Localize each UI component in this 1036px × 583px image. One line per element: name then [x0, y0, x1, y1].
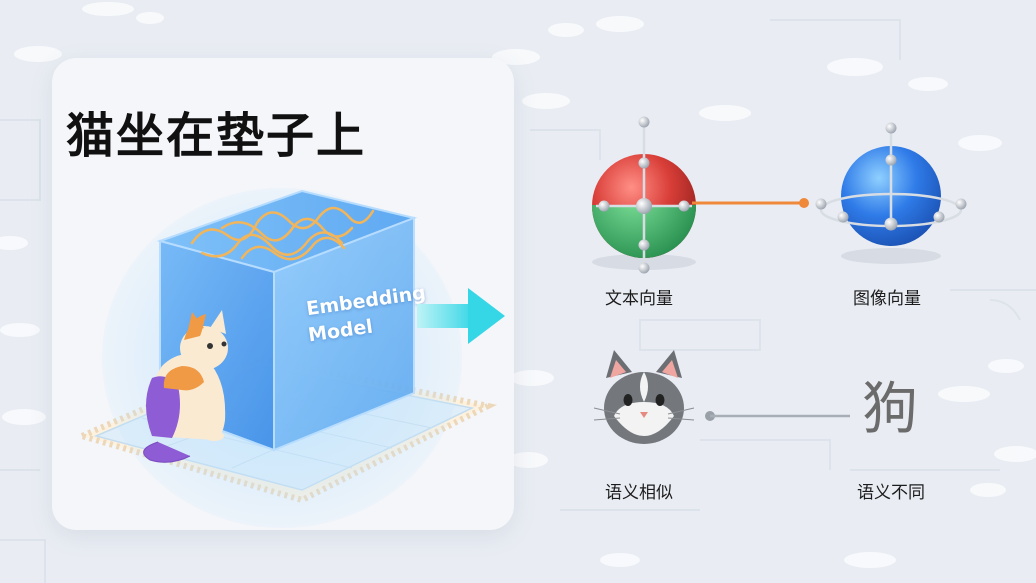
- text-vector-sphere-icon: [592, 116, 696, 274]
- semantic-similar-label: 语义相似: [605, 483, 673, 503]
- semantic-different-label: 语义不同: [857, 483, 925, 503]
- input-card: 猫坐在垫子上: [52, 58, 514, 530]
- image-vector-sphere-icon: [815, 122, 967, 264]
- image-vector-label: 图像向量: [853, 289, 921, 309]
- cat-icon: [143, 310, 228, 463]
- cat-face-icon: [593, 350, 695, 444]
- arrow-icon: [417, 288, 505, 344]
- dog-character: 狗: [862, 377, 918, 442]
- text-vector-label: 文本向量: [605, 289, 673, 309]
- vector-connector: [692, 198, 809, 208]
- card-title: 猫坐在垫子上: [66, 108, 367, 164]
- embedding-illustration: [73, 188, 497, 528]
- semantic-connector: [705, 411, 850, 421]
